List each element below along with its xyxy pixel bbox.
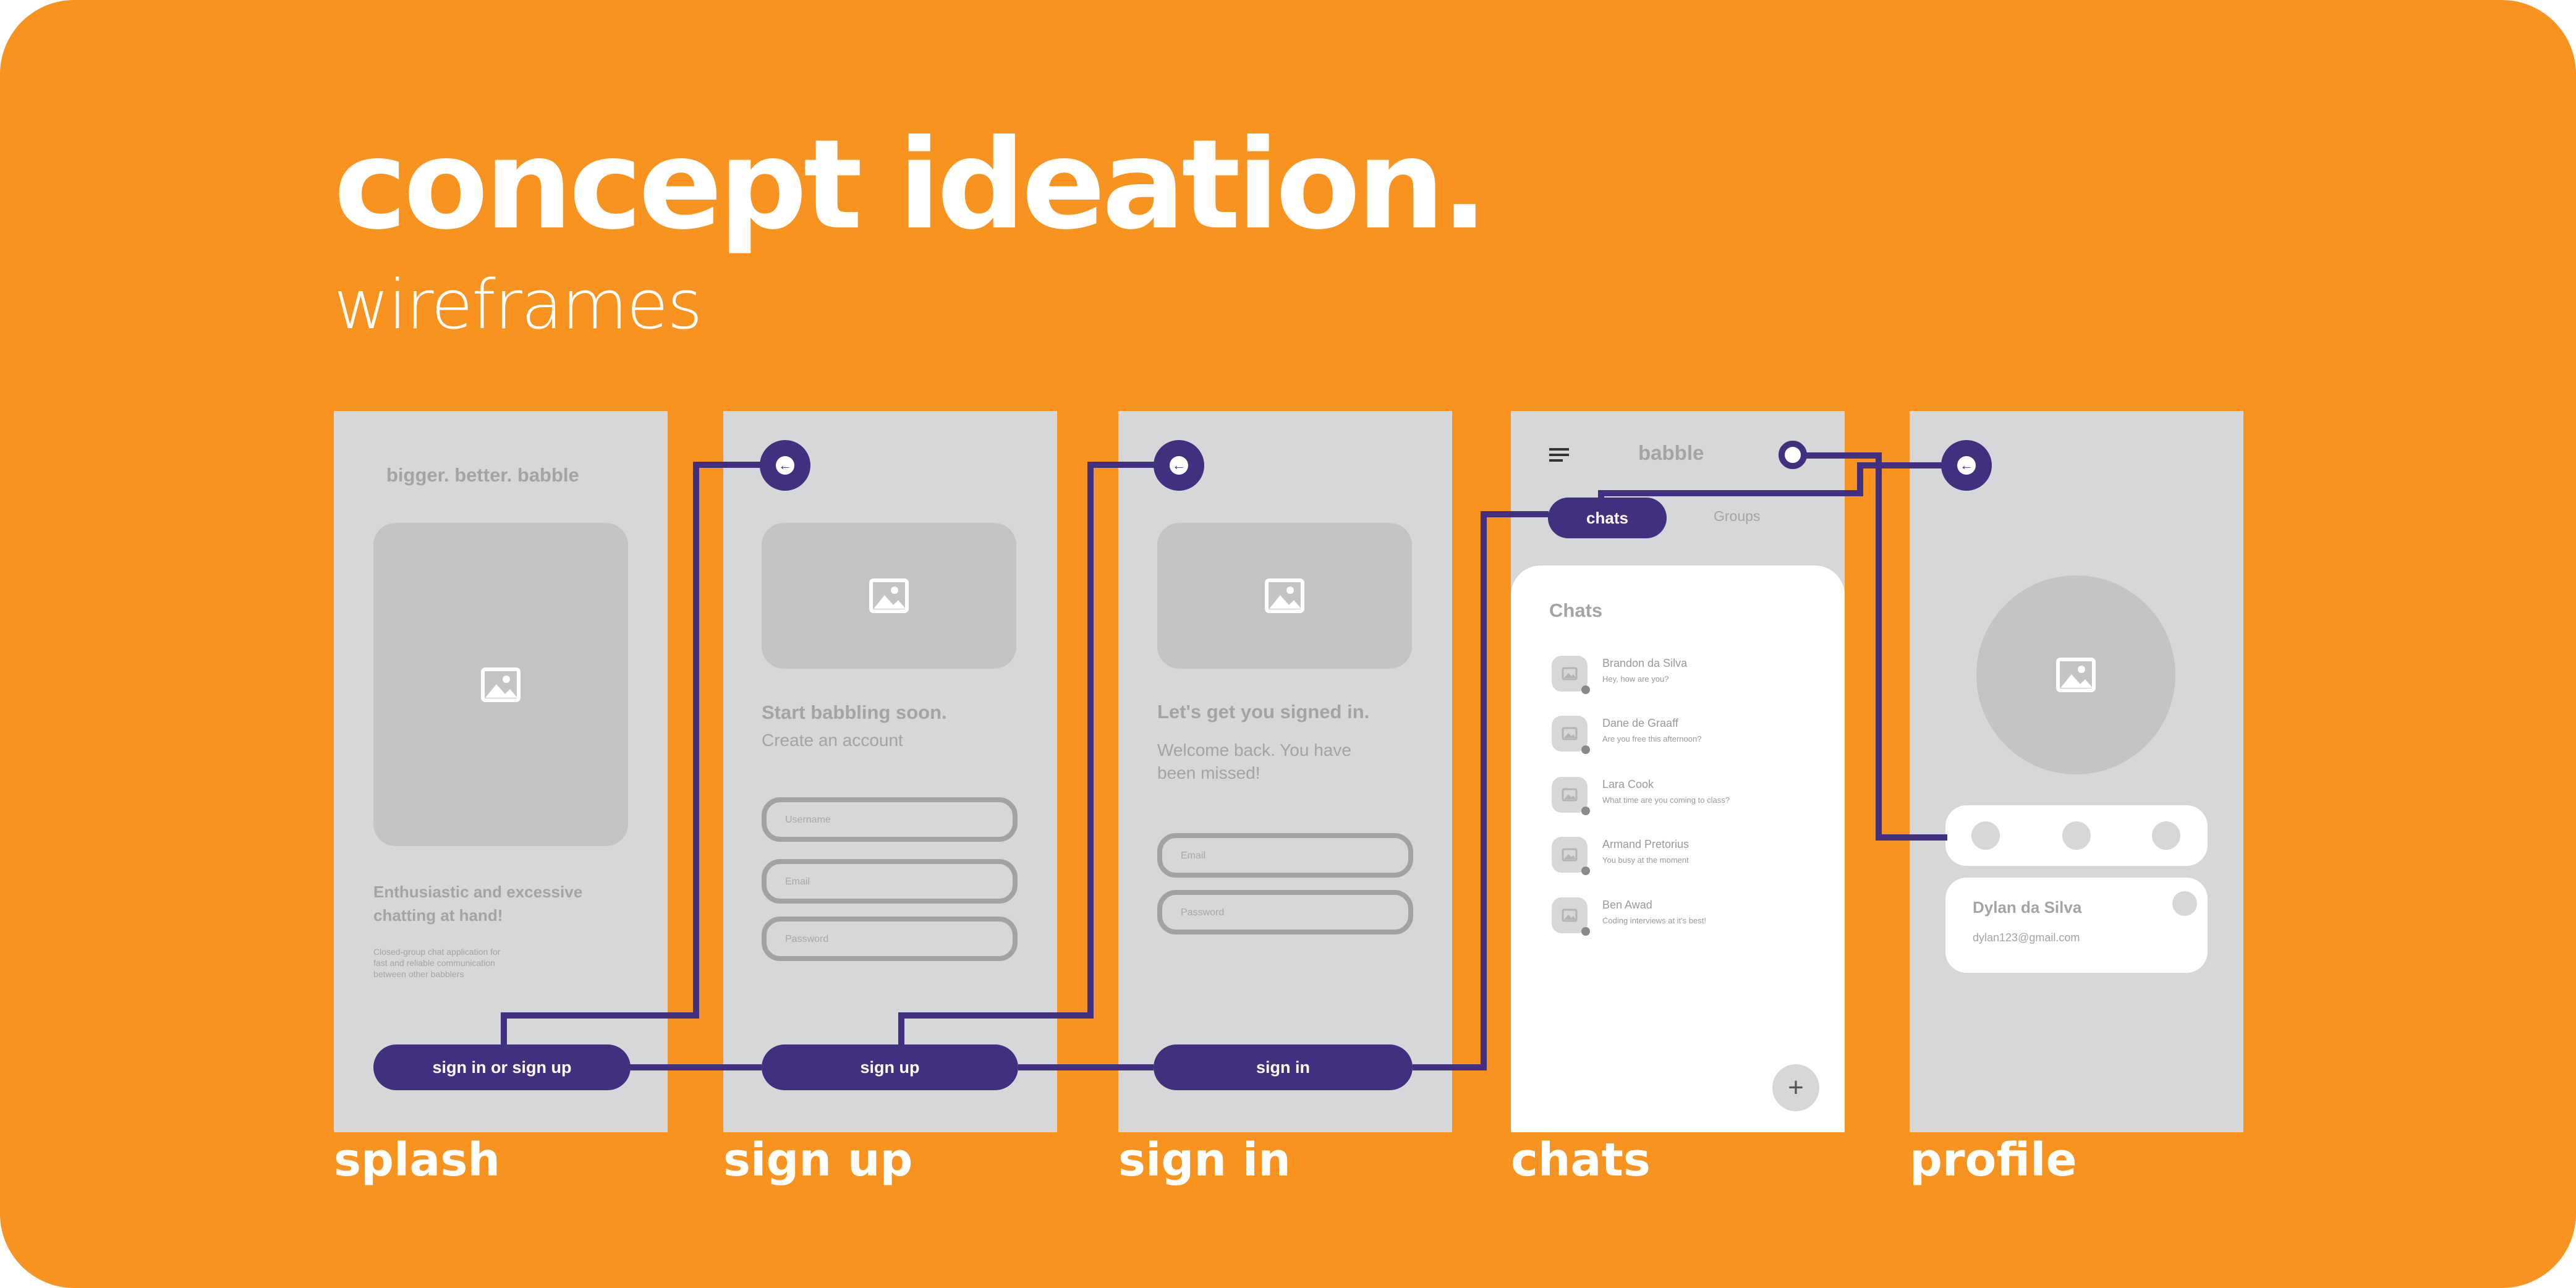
signin-email-field[interactable]: Email xyxy=(1157,833,1413,878)
email-field[interactable]: Email xyxy=(762,859,1018,904)
chat-message: What time are you coming to class? xyxy=(1602,795,1730,805)
app-title: babble xyxy=(1638,441,1704,464)
chat-message: You busy at the moment xyxy=(1602,855,1689,865)
splash-image-placeholder xyxy=(373,523,628,846)
list-item[interactable]: Brandon da Silva Hey, how are you? xyxy=(1552,656,1824,705)
splash-desc-line3: between other babblers xyxy=(373,969,464,979)
signup-back-button[interactable]: ← xyxy=(760,440,810,491)
page-title: concept ideation. xyxy=(334,113,1488,257)
menu-icon[interactable] xyxy=(1549,447,1570,463)
image-icon xyxy=(1562,727,1578,740)
tab-groups[interactable]: Groups xyxy=(1714,508,1761,524)
avatar xyxy=(1552,897,1588,933)
profile-name: Dylan da Silva xyxy=(1973,898,2082,917)
profile-screen: Dylan da Silva dylan123@gmail.com xyxy=(1910,411,2243,1132)
sign-up-button[interactable]: sign up xyxy=(762,1044,1018,1090)
signin-heading: Let's get you signed in. xyxy=(1157,701,1370,722)
edit-profile-button[interactable] xyxy=(2172,891,2197,916)
image-icon xyxy=(1562,788,1578,802)
sign-in-or-sign-up-button[interactable]: sign in or sign up xyxy=(373,1044,631,1090)
action-circle[interactable] xyxy=(2152,821,2180,850)
signin-sub-line1: Welcome back. You have xyxy=(1157,740,1351,760)
email-placeholder: Email xyxy=(785,876,810,887)
list-item[interactable]: Dane de Graaff Are you free this afterno… xyxy=(1552,716,1824,765)
signin-password-placeholder: Password xyxy=(1181,907,1225,918)
signup-subheading: Create an account xyxy=(762,731,903,750)
chat-name: Armand Pretorius xyxy=(1602,838,1690,850)
status-dot xyxy=(1581,927,1590,936)
signin-back-button[interactable]: ← xyxy=(1154,440,1204,491)
splash-desc-line1: Closed-group chat application for xyxy=(373,947,501,957)
chats-label: chats xyxy=(1511,1133,1651,1187)
splash-desc-line2: fast and reliable communication xyxy=(373,958,495,968)
splash-tagline: bigger. better. babble xyxy=(386,464,579,486)
signin-image-placeholder xyxy=(1157,523,1412,669)
splash-screen: bigger. better. babble Enthusiastic and … xyxy=(334,411,668,1132)
chats-screen: babble chats Groups Chats Brandon da Sil… xyxy=(1511,411,1845,1132)
signup-label: sign up xyxy=(723,1133,913,1187)
list-item[interactable]: Lara Cook What time are you coming to cl… xyxy=(1552,777,1824,826)
username-field[interactable]: Username xyxy=(762,797,1018,842)
chat-list-title: Chats xyxy=(1549,600,1603,621)
profile-back-button[interactable]: ← xyxy=(1941,440,1992,491)
back-arrow-icon: ← xyxy=(1957,456,1976,475)
image-icon xyxy=(1562,848,1578,862)
status-dot xyxy=(1581,866,1590,875)
password-field[interactable]: Password xyxy=(762,917,1018,961)
profile-actions-bar xyxy=(1945,805,2208,866)
profile-email: dylan123@gmail.com xyxy=(1973,931,2080,944)
status-dot xyxy=(1581,745,1590,754)
avatar xyxy=(1552,656,1588,692)
list-item[interactable]: Armand Pretorius You busy at the moment xyxy=(1552,837,1824,886)
chat-name: Ben Awad xyxy=(1602,899,1652,911)
page-subtitle: wireframes xyxy=(334,265,703,344)
splash-heading-line2: chatting at hand! xyxy=(373,906,503,925)
signin-email-placeholder: Email xyxy=(1181,850,1206,861)
image-icon xyxy=(1562,667,1578,680)
back-arrow-icon: ← xyxy=(776,456,794,475)
chat-message: Hey, how are you? xyxy=(1602,674,1669,684)
tab-chats[interactable]: chats xyxy=(1548,498,1667,538)
sign-in-button[interactable]: sign in xyxy=(1154,1044,1413,1090)
image-icon xyxy=(1562,909,1578,922)
chat-message: Coding interviews at it's best! xyxy=(1602,916,1706,925)
profile-info-card: Dylan da Silva dylan123@gmail.com xyxy=(1945,878,2208,973)
chat-name: Brandon da Silva xyxy=(1602,657,1688,669)
signup-heading: Start babbling soon. xyxy=(762,701,947,723)
avatar xyxy=(1552,716,1588,752)
status-dot xyxy=(1581,807,1590,815)
signup-screen: Start babbling soon. Create an account U… xyxy=(723,411,1057,1132)
list-item[interactable]: Ben Awad Coding interviews at it's best! xyxy=(1552,897,1824,947)
chat-list-card: Chats Brandon da Silva Hey, how are you?… xyxy=(1511,566,1845,1132)
status-dot xyxy=(1581,685,1590,694)
signin-screen: Let's get you signed in. Welcome back. Y… xyxy=(1118,411,1452,1132)
profile-avatar xyxy=(1976,575,2175,774)
image-icon xyxy=(2056,658,2096,692)
action-circle[interactable] xyxy=(2062,821,2091,850)
action-circle[interactable] xyxy=(1971,821,2000,850)
password-placeholder: Password xyxy=(785,934,829,944)
profile-avatar-button[interactable] xyxy=(1779,441,1807,469)
chat-name: Dane de Graaff xyxy=(1602,717,1678,729)
profile-label: profile xyxy=(1910,1133,2077,1187)
image-icon xyxy=(481,667,521,702)
signin-label: sign in xyxy=(1118,1133,1291,1187)
signin-sub-line2: been missed! xyxy=(1157,763,1260,782)
signin-password-field[interactable]: Password xyxy=(1157,890,1413,934)
back-arrow-icon: ← xyxy=(1170,456,1188,475)
image-icon xyxy=(869,578,909,613)
new-chat-button[interactable]: + xyxy=(1772,1064,1819,1111)
image-icon xyxy=(1265,578,1304,613)
avatar xyxy=(1552,777,1588,813)
chat-name: Lara Cook xyxy=(1602,778,1654,790)
username-placeholder: Username xyxy=(785,815,831,825)
chat-message: Are you free this afternoon? xyxy=(1602,734,1702,744)
splash-heading-line1: Enthusiastic and excessive xyxy=(373,883,583,901)
signup-image-placeholder xyxy=(762,523,1016,669)
splash-label: splash xyxy=(334,1133,501,1187)
avatar xyxy=(1552,837,1588,873)
